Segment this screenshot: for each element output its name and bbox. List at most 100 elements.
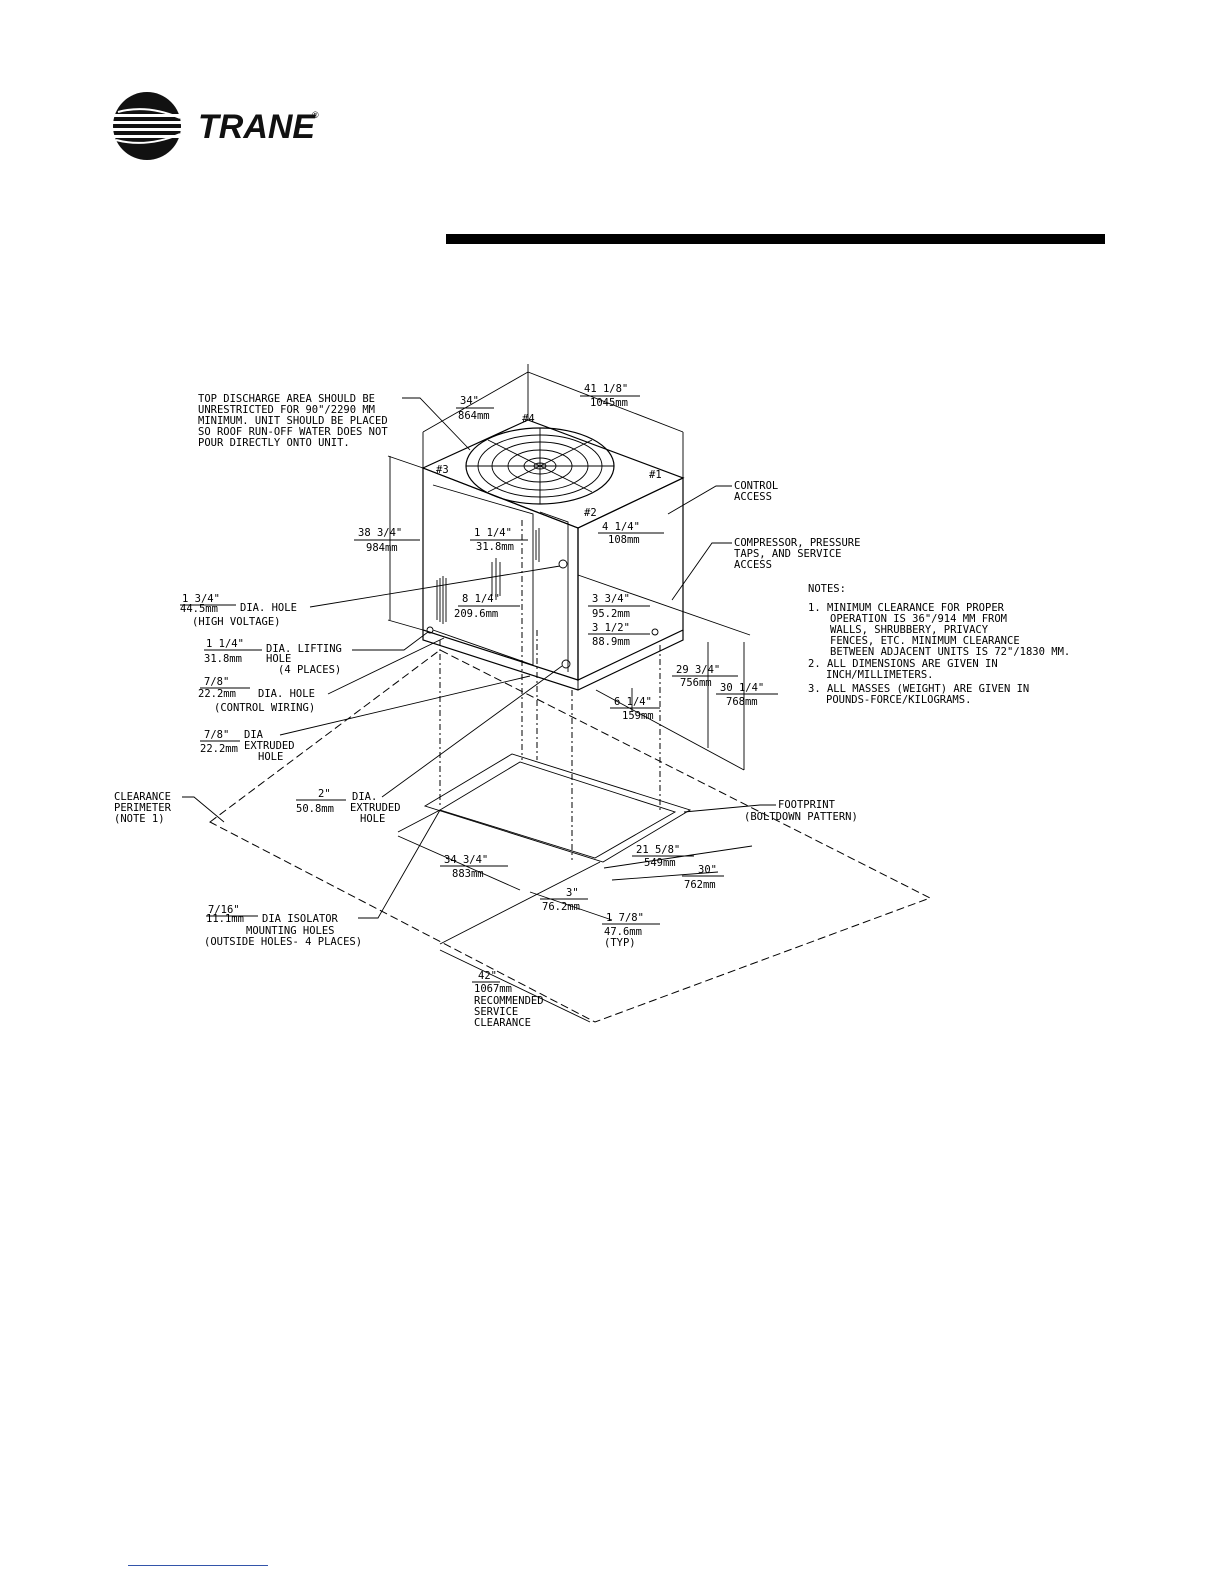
corner-label-3: #3 xyxy=(436,464,449,476)
svg-text:1067mm: 1067mm xyxy=(474,983,512,995)
svg-text:50.8mm: 50.8mm xyxy=(296,803,334,815)
svg-text:(4 PLACES): (4 PLACES) xyxy=(278,664,341,676)
svg-text:2": 2" xyxy=(318,788,331,800)
top-discharge-note: TOP DISCHARGE AREA SHOULD BE UNRESTRICTE… xyxy=(198,393,388,449)
dim-114-top: 1 1/4" xyxy=(474,527,512,539)
dim-3-bottom: 76.2mm xyxy=(542,901,580,913)
corner-label-1: #1 xyxy=(649,469,662,481)
control-access-label: CONTROL ACCESS xyxy=(734,480,778,503)
svg-text:(CONTROL WIRING): (CONTROL WIRING) xyxy=(214,702,315,714)
svg-text:DIA. HOLE: DIA. HOLE xyxy=(240,602,297,614)
svg-text:DIA. LIFTING: DIA. LIFTING xyxy=(266,643,342,655)
dim-3-top: 3" xyxy=(566,887,579,899)
svg-text:POUR DIRECTLY ONTO UNIT.: POUR DIRECTLY ONTO UNIT. xyxy=(198,437,350,449)
fan-guard-icon xyxy=(465,427,615,505)
trane-logo: TRANE ® xyxy=(112,92,332,162)
high-voltage-hole-label: 1 3/4" 44.5mm DIA. HOLE (HIGH VOLTAGE) xyxy=(180,593,297,628)
svg-text:CLEARANCE: CLEARANCE xyxy=(474,1017,531,1029)
dim-414-bottom: 108mm xyxy=(608,534,640,546)
svg-text:NOTES:: NOTES: xyxy=(808,583,846,595)
svg-text:COMPRESSOR, PRESSURE: COMPRESSOR, PRESSURE xyxy=(734,537,860,549)
dim-312-bottom: 88.9mm xyxy=(592,636,630,648)
dim-34-bottom: 864mm xyxy=(458,410,490,422)
service-clearance-label: 42" 1067mm RECOMMENDED SERVICE CLEARANCE xyxy=(472,970,544,1029)
svg-text:FOOTPRINT: FOOTPRINT xyxy=(778,799,836,811)
svg-text:RECOMMENDED: RECOMMENDED xyxy=(474,995,544,1007)
svg-text:BETWEEN ADJACENT UNITS IS 72"/: BETWEEN ADJACENT UNITS IS 72"/1830 MM. xyxy=(830,646,1070,658)
svg-text:22.2mm: 22.2mm xyxy=(198,688,236,700)
svg-text:DIA: DIA xyxy=(244,729,264,741)
dim-38-bottom: 984mm xyxy=(366,542,398,554)
svg-text:1. MINIMUM CLEARANCE FOR PROPE: 1. MINIMUM CLEARANCE FOR PROPER xyxy=(808,602,1005,614)
dim-814-top: 8 1/4" xyxy=(462,593,500,605)
footprint-outline xyxy=(423,753,692,863)
lifting-hole-label: 1 1/4" 31.8mm DIA. LIFTING HOLE (4 PLACE… xyxy=(204,638,342,676)
dim-114-bottom: 31.8mm xyxy=(476,541,514,553)
extruded-2-label: 2" 50.8mm DIA. EXTRUDED HOLE xyxy=(296,788,401,825)
svg-text:EXTRUDED: EXTRUDED xyxy=(350,802,401,814)
isolator-label: 7/16" 11.1mm DIA ISOLATOR MOUNTING HOLES… xyxy=(204,904,362,948)
svg-text:31.8mm: 31.8mm xyxy=(204,653,242,665)
svg-text:CLEARANCE: CLEARANCE xyxy=(114,791,171,803)
svg-text:ACCESS: ACCESS xyxy=(734,491,772,503)
dim-2934-bottom: 756mm xyxy=(680,677,712,689)
svg-text:OPERATION IS 36"/914 MM FROM: OPERATION IS 36"/914 MM FROM xyxy=(830,613,1007,625)
dim-334-top: 3 3/4" xyxy=(592,593,630,605)
trane-wordmark: TRANE xyxy=(198,108,316,146)
svg-text:UNRESTRICTED FOR 90"/2290 MM: UNRESTRICTED FOR 90"/2290 MM xyxy=(198,404,375,416)
svg-text:POUNDS-FORCE/KILOGRAMS.: POUNDS-FORCE/KILOGRAMS. xyxy=(826,694,971,706)
dim-814-bottom: 209.6mm xyxy=(454,608,498,620)
svg-text:44.5mm: 44.5mm xyxy=(180,603,218,615)
dim-3434-top: 34 3/4" xyxy=(444,854,488,866)
dim-178-top: 1 7/8" xyxy=(606,912,644,924)
coil-hatch xyxy=(436,528,540,624)
svg-text:MINIMUM. UNIT SHOULD BE PLACE: MINIMUM. UNIT SHOULD BE PLACED xyxy=(198,415,388,427)
unit-cabinet xyxy=(421,419,685,691)
footprint-label: FOOTPRINT (BOLTDOWN PATTERN) xyxy=(744,799,858,823)
svg-text:INCH/MILLIMETERS.: INCH/MILLIMETERS. xyxy=(826,669,933,681)
svg-text:22.2mm: 22.2mm xyxy=(200,743,238,755)
svg-text:(NOTE 1): (NOTE 1) xyxy=(114,813,165,825)
svg-text:3. ALL MASSES (WEIGHT) ARE GIV: 3. ALL MASSES (WEIGHT) ARE GIVEN IN xyxy=(808,683,1029,695)
svg-text:11.1mm: 11.1mm xyxy=(206,913,244,925)
dim-312-top: 3 1/2" xyxy=(592,622,630,634)
header-rule xyxy=(446,234,1105,244)
clearance-perimeter-outline xyxy=(209,649,932,1023)
svg-text:TAPS, AND SERVICE: TAPS, AND SERVICE xyxy=(734,548,841,560)
dim-178-bottom: 47.6mm xyxy=(604,926,642,938)
svg-text:EXTRUDED: EXTRUDED xyxy=(244,740,295,752)
lifting-hole-left xyxy=(426,626,434,634)
dim-38-top: 38 3/4" xyxy=(358,527,402,539)
svg-text:DIA. HOLE: DIA. HOLE xyxy=(258,688,315,700)
dim-3434-bottom: 883mm xyxy=(452,868,484,880)
svg-text:DIA ISOLATOR: DIA ISOLATOR xyxy=(262,913,339,925)
dim-41-bottom: 1045mm xyxy=(590,397,628,409)
svg-text:CONTROL: CONTROL xyxy=(734,480,778,492)
dim-30-top: 30" xyxy=(698,864,717,876)
svg-text:HOLE: HOLE xyxy=(266,653,291,665)
dim-178-note: (TYP) xyxy=(604,937,636,949)
svg-text:DIA.: DIA. xyxy=(352,791,377,803)
svg-text:1 1/4": 1 1/4" xyxy=(206,638,244,650)
svg-text:(HIGH VOLTAGE): (HIGH VOLTAGE) xyxy=(192,616,281,628)
svg-text:(BOLTDOWN PATTERN): (BOLTDOWN PATTERN) xyxy=(744,811,858,823)
svg-text:42": 42" xyxy=(478,970,497,982)
extruded-hole-2in xyxy=(561,659,571,669)
dim-614-top: 6 1/4" xyxy=(614,696,652,708)
svg-text:WALLS, SHRUBBERY, PRIVACY: WALLS, SHRUBBERY, PRIVACY xyxy=(830,624,989,636)
control-wiring-hole-label: 7/8" 22.2mm DIA. HOLE (CONTROL WIRING) xyxy=(198,676,315,714)
svg-text:7/16": 7/16" xyxy=(208,904,240,916)
compressor-access-label: COMPRESSOR, PRESSURE TAPS, AND SERVICE A… xyxy=(734,537,860,571)
dim-30-bottom: 762mm xyxy=(684,879,716,891)
footer-link-underline xyxy=(128,1565,268,1566)
dim-2158-bottom: 549mm xyxy=(644,857,676,869)
svg-text:HOLE: HOLE xyxy=(258,751,283,763)
extruded-78-label: 7/8" DIA 22.2mm EXTRUDED HOLE xyxy=(200,729,295,763)
clearance-perimeter-label: CLEARANCE PERIMETER (NOTE 1) xyxy=(114,791,172,825)
svg-text:ACCESS: ACCESS xyxy=(734,559,772,571)
footprint-inner xyxy=(438,761,677,859)
dim-414-top: 4 1/4" xyxy=(602,521,640,533)
svg-text:2. ALL DIMENSIONS ARE GIVEN IN: 2. ALL DIMENSIONS ARE GIVEN IN xyxy=(808,658,998,670)
dim-2934-top: 29 3/4" xyxy=(676,664,720,676)
